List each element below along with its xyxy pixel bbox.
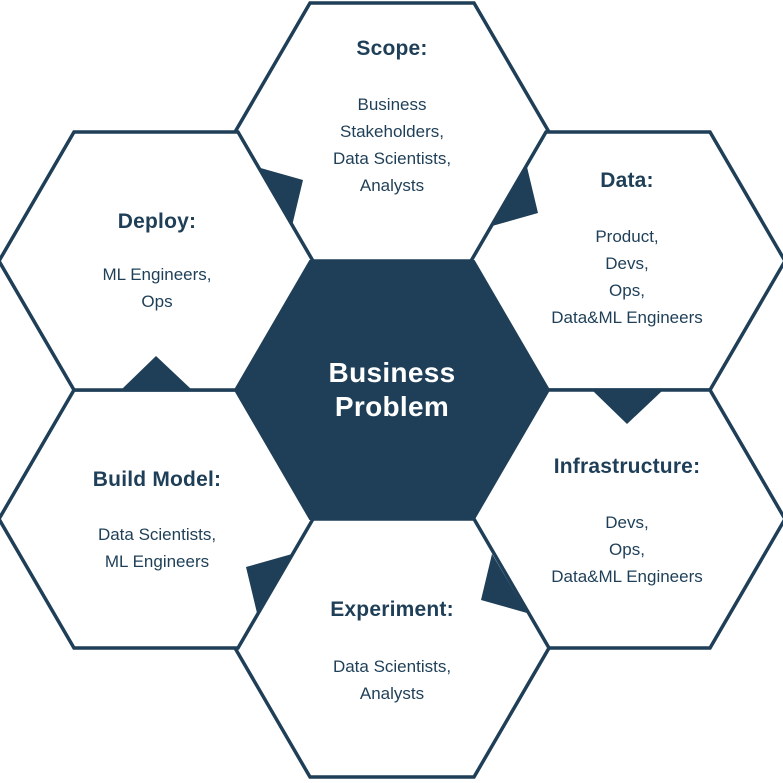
arrowhead-deploy-to-scope-icon	[257, 167, 303, 226]
arrowhead-scope-to-data-icon	[492, 167, 538, 226]
experiment-title: Experiment:	[330, 598, 454, 621]
hexagon-business-problem	[233, 260, 551, 520]
arrowhead-build-model-to-deploy-icon	[122, 356, 191, 389]
scope-members: Business Stakeholders, Data Scientists, …	[332, 95, 452, 195]
build-model-title: Build Model:	[92, 468, 222, 491]
arrowhead-experiment-to-build-model-icon	[246, 554, 292, 613]
deploy-members: ML Engineers, Ops	[102, 265, 212, 311]
scope-title: Scope:	[356, 37, 428, 60]
data-members: Product, Devs, Ops, Data&ML Engineers	[551, 227, 703, 327]
experiment-members: Data Scientists, Analysts	[332, 657, 452, 703]
data-title: Data:	[600, 169, 654, 192]
deploy-title: Deploy:	[117, 210, 197, 233]
infrastructure-members: Devs, Ops, Data&ML Engineers	[551, 513, 703, 586]
arrowhead-data-to-infrastructure-icon	[593, 391, 662, 424]
infrastructure-title: Infrastructure:	[553, 455, 701, 478]
build-model-members: Data Scientists, ML Engineers	[97, 525, 217, 571]
arrowhead-infrastructure-to-experiment-icon	[481, 554, 527, 613]
business-problem-title: Business Problem	[328, 357, 456, 422]
